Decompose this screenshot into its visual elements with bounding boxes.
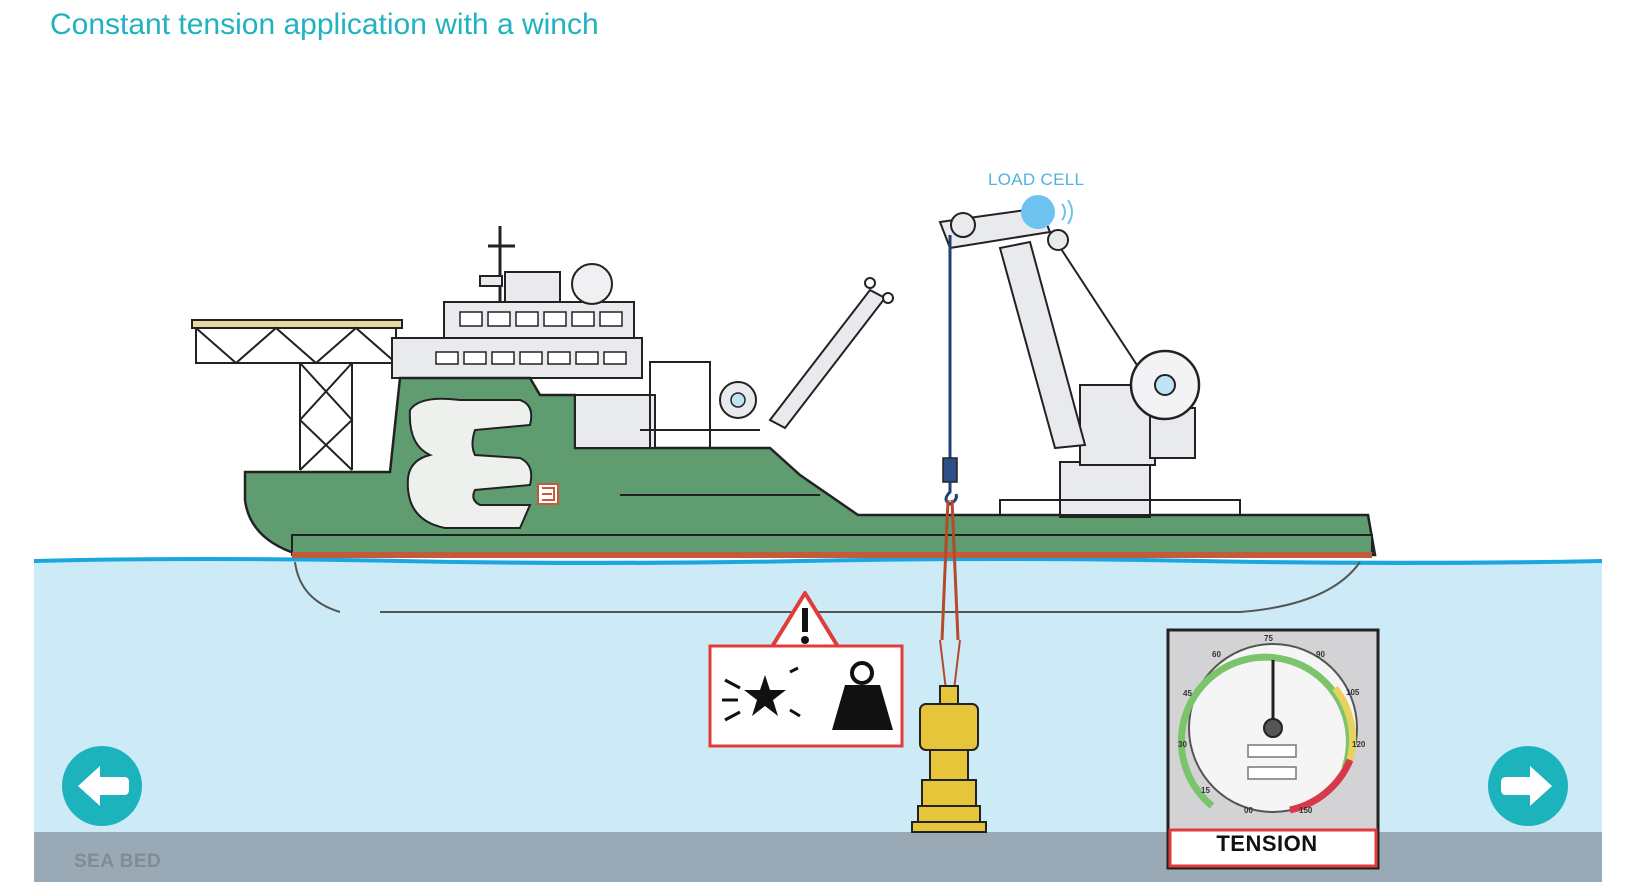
gauge-tick: 00 xyxy=(1244,806,1253,815)
helideck xyxy=(191,319,403,471)
gauge-tick: 120 xyxy=(1352,740,1366,749)
gauge-tick: 75 xyxy=(1264,634,1273,643)
next-button[interactable] xyxy=(1488,746,1568,826)
gauge-tick: 150 xyxy=(1299,806,1313,815)
hull-underwater-outline xyxy=(294,561,1361,613)
hull xyxy=(243,376,1377,558)
gauge-tick: 60 xyxy=(1212,650,1221,659)
tension-gauge xyxy=(1166,628,1380,870)
gauge-tick: 15 xyxy=(1201,786,1210,795)
subsea-load xyxy=(911,685,987,833)
sea-bed-label: SEA BED xyxy=(74,851,162,872)
main-crane xyxy=(938,206,1241,518)
gauge-tick: 45 xyxy=(1183,689,1192,698)
gauge-tick: 30 xyxy=(1178,740,1187,749)
arrow-left-icon xyxy=(78,766,129,806)
tension-label: TENSION xyxy=(1216,831,1318,856)
winch-line xyxy=(939,235,961,691)
deck-equipment xyxy=(574,277,894,449)
gauge-tick: 90 xyxy=(1316,650,1325,659)
load-cell-label: LOAD CELL xyxy=(988,170,1085,189)
arrow-right-icon xyxy=(1501,766,1552,806)
previous-button[interactable] xyxy=(62,746,142,826)
warning-sign xyxy=(708,591,904,748)
gauge-tick: 105 xyxy=(1346,688,1360,697)
page-title: Constant tension application with a winc… xyxy=(50,8,599,41)
water-surface xyxy=(33,557,1603,565)
load-cell xyxy=(1021,195,1055,229)
superstructure xyxy=(391,226,643,379)
